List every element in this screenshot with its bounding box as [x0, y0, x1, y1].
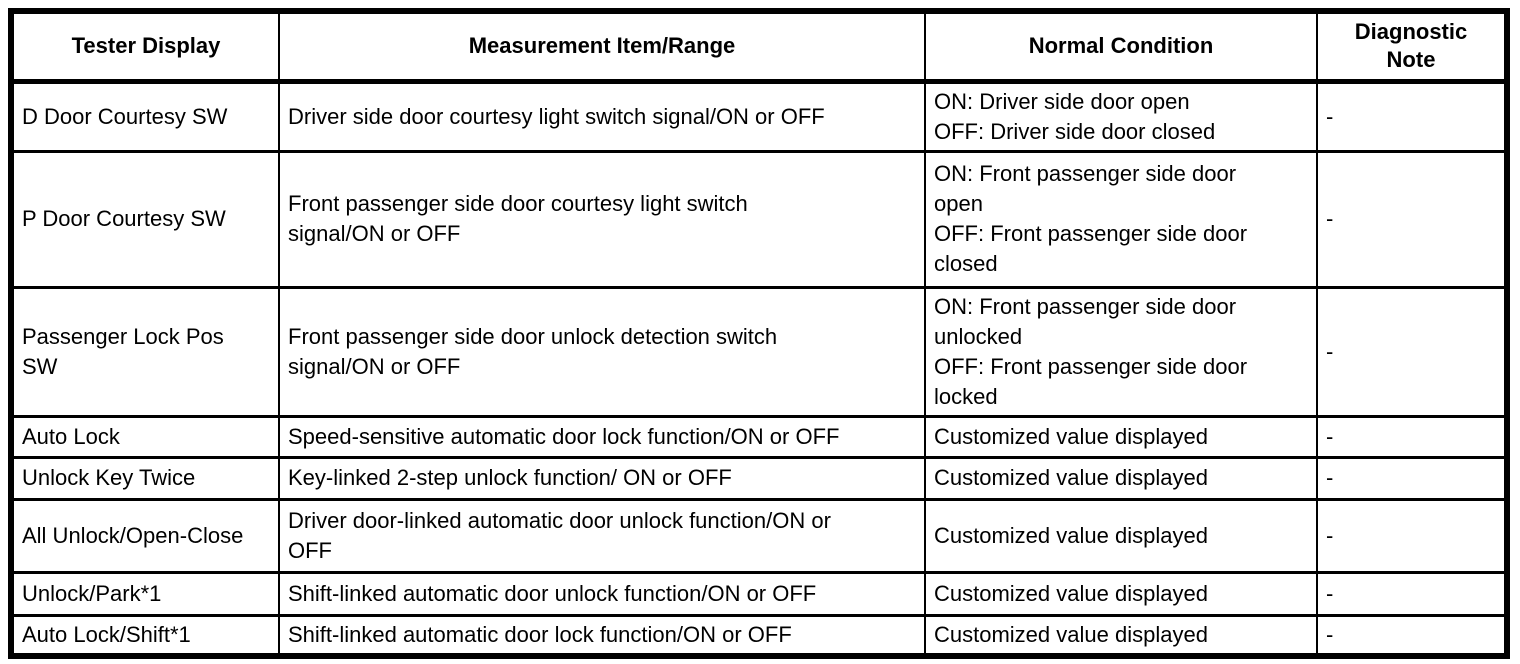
tester-display-cell: D Door Courtesy SW	[10, 79, 280, 153]
diagnostic-data-table: Tester Display Measurement Item/Range No…	[8, 8, 1510, 659]
table-row: Unlock Key Twice Key-linked 2-step unloc…	[10, 455, 1508, 501]
tester-display-cell: Unlock/Park*1	[10, 570, 280, 617]
tester-display-cell: P Door Courtesy SW	[10, 149, 280, 289]
diagnostic-note-cell: -	[1316, 149, 1508, 289]
normal-condition-cell: ON: Front passenger side door open OFF: …	[924, 149, 1318, 289]
measurement-cell: Front passenger side door courtesy light…	[278, 149, 926, 289]
tester-display-cell: Unlock Key Twice	[10, 455, 280, 501]
diagnostic-note-cell: -	[1316, 414, 1508, 459]
table-row: All Unlock/Open-Close Driver door-linked…	[10, 497, 1508, 574]
table-row: D Door Courtesy SW Driver side door cour…	[10, 79, 1508, 153]
table-row: Unlock/Park*1 Shift-linked automatic doo…	[10, 570, 1508, 617]
column-header-normal-condition: Normal Condition	[924, 9, 1318, 84]
table-row: Auto Lock Speed-sensitive automatic door…	[10, 414, 1508, 459]
diagnostic-note-cell: -	[1316, 570, 1508, 617]
column-header-tester-display: Tester Display	[10, 9, 280, 84]
diagnostic-note-cell: -	[1316, 497, 1508, 574]
measurement-cell: Speed-sensitive automatic door lock func…	[278, 414, 926, 459]
column-header-measurement: Measurement Item/Range	[278, 9, 926, 84]
normal-condition-cell: ON: Front passenger side door unlocked O…	[924, 285, 1318, 418]
measurement-cell: Front passenger side door unlock detecti…	[278, 285, 926, 418]
diagnostic-note-cell: -	[1316, 613, 1508, 657]
tester-display-cell: Passenger Lock Pos SW	[10, 285, 280, 418]
table-row: Passenger Lock Pos SW Front passenger si…	[10, 285, 1508, 418]
normal-condition-cell: Customized value displayed	[924, 613, 1318, 657]
diagnostic-note-cell: -	[1316, 455, 1508, 501]
measurement-cell: Driver side door courtesy light switch s…	[278, 79, 926, 153]
normal-condition-cell: Customized value displayed	[924, 455, 1318, 501]
table-row: Auto Lock/Shift*1 Shift-linked automatic…	[10, 613, 1508, 657]
measurement-cell: Shift-linked automatic door lock functio…	[278, 613, 926, 657]
column-header-diagnostic-note: Diagnostic Note	[1316, 9, 1508, 84]
measurement-cell: Key-linked 2-step unlock function/ ON or…	[278, 455, 926, 501]
measurement-cell: Shift-linked automatic door unlock funct…	[278, 570, 926, 617]
measurement-cell: Driver door-linked automatic door unlock…	[278, 497, 926, 574]
table-row: P Door Courtesy SW Front passenger side …	[10, 149, 1508, 289]
normal-condition-cell: ON: Driver side door open OFF: Driver si…	[924, 79, 1318, 153]
tester-display-cell: Auto Lock/Shift*1	[10, 613, 280, 657]
tester-display-cell: Auto Lock	[10, 414, 280, 459]
diagnostic-note-cell: -	[1316, 79, 1508, 153]
diagnostic-note-cell: -	[1316, 285, 1508, 418]
normal-condition-cell: Customized value displayed	[924, 497, 1318, 574]
normal-condition-cell: Customized value displayed	[924, 414, 1318, 459]
table-header-row: Tester Display Measurement Item/Range No…	[10, 9, 1508, 84]
normal-condition-cell: Customized value displayed	[924, 570, 1318, 617]
tester-display-cell: All Unlock/Open-Close	[10, 497, 280, 574]
